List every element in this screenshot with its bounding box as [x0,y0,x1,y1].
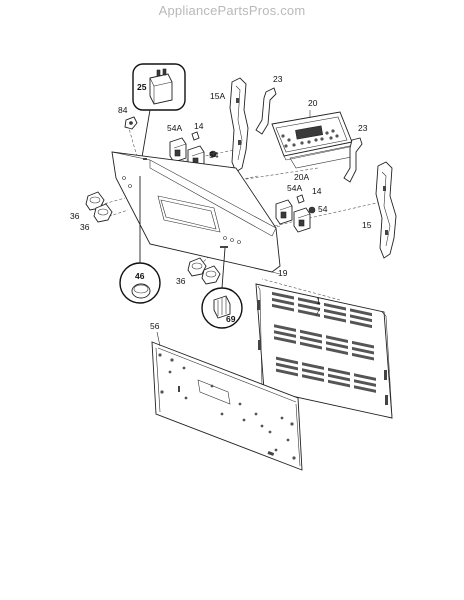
part-46-knob-insert: 46 [119,176,161,304]
label-69: 69 [226,314,236,324]
part-84-clip: 84 [118,105,138,130]
part-69-indicator-light: 69 [201,247,243,329]
part-54A-group-left: 54A [167,123,187,163]
part-36-knob-upper-left: 36 [70,191,105,221]
label-1: 1 [316,296,321,306]
part-54-right: 54 [293,204,328,233]
part-15-bracket: 15 [362,161,397,259]
label-54-left: 54 [209,150,219,160]
part-54A-group-right: 54A [275,183,302,225]
label-23-upper: 23 [273,74,283,84]
label-23-right: 23 [358,123,368,133]
part-56-support-bracket: 56 [150,321,303,471]
part-20-control-board: 20 [271,98,355,161]
part-14-right: 14 [296,186,322,204]
label-14-left: 14 [194,121,204,131]
vent-slots [272,291,376,393]
label-36-upper: 36 [70,211,80,221]
label-84: 84 [118,105,128,115]
label-54-right: 54 [318,204,328,214]
label-20A: 20A [294,172,309,182]
part-25-relay: 25 [132,63,186,164]
part-1-rear-panel: 1 [255,283,393,419]
part-14-left: 14 [191,121,204,141]
label-54A-right: 54A [287,183,302,193]
part-19-control-panel: 19 [111,151,288,278]
part-23-clip-upper: 23 [255,74,283,135]
label-20: 20 [308,98,318,108]
part-36-knob-lower-left: 36 [80,203,113,232]
label-36-center: 36 [176,276,186,286]
label-15A: 15A [210,91,225,101]
part-15A-bracket: 15A [210,77,249,173]
label-56: 56 [150,321,160,331]
label-46: 46 [135,271,145,281]
label-14-right: 14 [312,186,322,196]
label-54A-left: 54A [167,123,182,133]
label-19: 19 [278,268,288,278]
label-25: 25 [137,82,147,92]
part-23-clip-right: 23 [343,123,368,183]
part-36-knob-center: 36 [176,257,221,286]
label-15: 15 [362,220,372,230]
label-36-lower: 36 [80,222,90,232]
watermark: AppliancePartsPros.com [158,3,306,18]
